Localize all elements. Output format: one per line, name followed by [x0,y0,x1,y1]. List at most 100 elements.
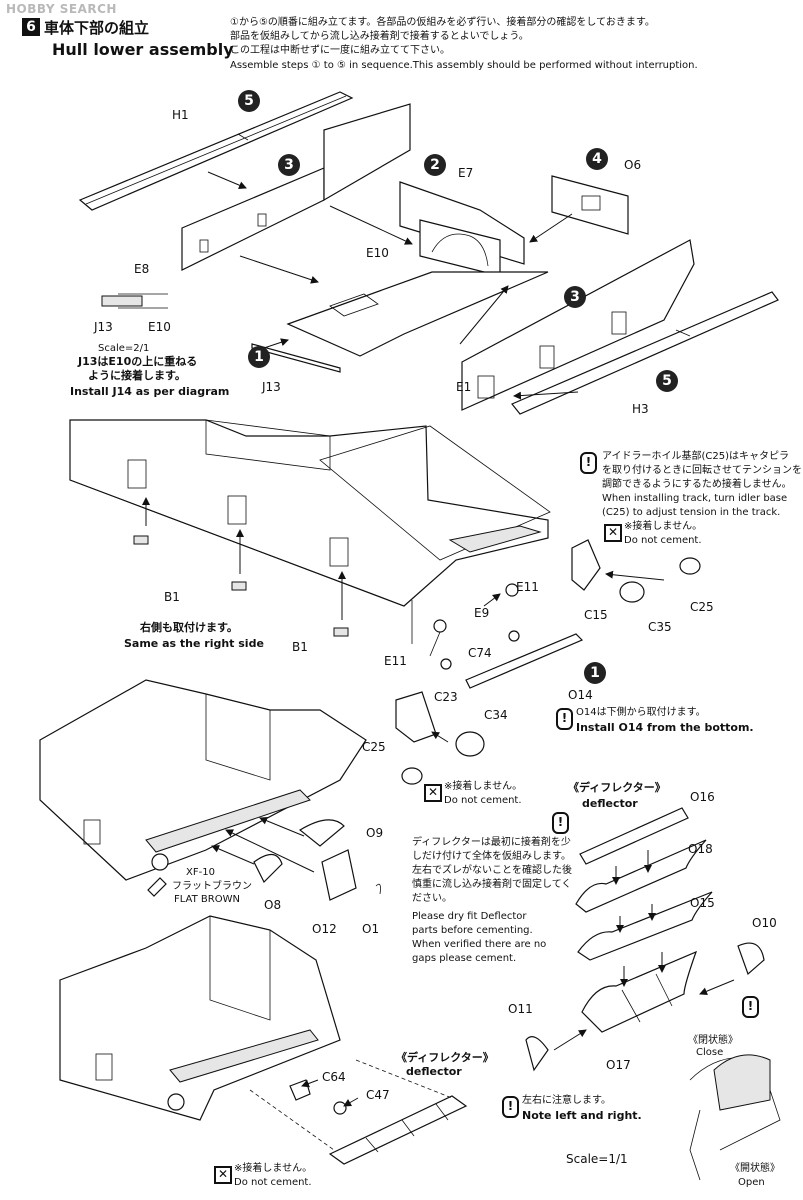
part-e10-floor [286,271,549,357]
deflector-note-ja-3: 左右でズレがないことを確認した後 [412,865,572,876]
part-e8-wall [181,103,411,271]
step-number-badge: 6 [22,18,40,36]
nocement-ja-a: ※接着しません。 [624,521,703,532]
paint-code: XF-10 [186,867,215,878]
part-h3-plate [511,291,779,415]
deflector-note-ja-1: ディフレクターは最初に接着剤を少 [412,837,571,848]
deflector-title-ja: 《ディフレクター》 [568,781,666,794]
label-b1-a: B1 [164,590,180,604]
label-o18: O18 [688,842,713,856]
o14-note-ja: O14は下側から取付けます。 [576,707,706,718]
intro-note-ja-1: ①から⑤の順番に組み立てます。各部品の仮組みを必ず行い、接着部分の確認をしておき… [230,17,655,28]
inset-label-j13: J13 [94,320,113,334]
nocement-ja-b: ※接着しません。 [444,781,523,792]
watermark: HOBBY SEARCH [6,2,117,16]
no-cement-icon: ✕ [604,524,622,542]
label-o11: O11 [508,1002,533,1016]
intro-note-ja-3: この工程は中断せずに一度に組み立てて下さい。 [230,45,450,56]
part-e1-wall [461,239,695,411]
label-c34: C34 [484,708,508,722]
label-c35: C35 [648,620,672,634]
idler-note-en-1: When installing track, turn idler base [602,493,788,504]
inset-note-ja-2: ように接着します。 [88,369,186,382]
step-1-icon: 1 [248,346,270,368]
label-o14: O14 [568,688,593,702]
label-c15: C15 [584,608,608,622]
step-title-ja: 車体下部の組立 [44,19,150,37]
label-c64: C64 [322,1070,346,1084]
part-j13-strip [251,343,341,373]
warning-icon-o10: ! [742,996,759,1018]
step-5-icon: 5 [238,90,260,112]
bottom-deflector-title-ja: 《ディフレクター》 [396,1051,494,1064]
label-o9: O9 [366,826,384,840]
idler-note-ja-3: 調節できるようにするため接着しません。 [602,479,792,490]
label-o12: O12 [312,922,337,936]
idler-note-ja-1: アイドラーホイル基部(C25)はキャタピラ [602,451,790,462]
label-h3: H3 [632,402,649,416]
step-4-icon: 4 [586,148,608,170]
part-h1-plate [78,91,354,211]
label-o15: O15 [690,896,715,910]
label-e7: E7 [458,166,474,180]
label-c25-b: C25 [362,740,386,754]
deflector-note-en-1: Please dry fit Deflector [412,911,527,922]
label-e9: E9 [474,606,490,620]
open-label-ja: 《開状態》 [730,1163,780,1174]
inset-label-e10: E10 [148,320,171,334]
label-o16: O16 [690,790,715,804]
step-3b-icon: 3 [564,286,586,308]
label-c74: C74 [468,646,492,660]
label-e1: E1 [456,380,472,394]
label-c23: C23 [434,690,458,704]
warning-icon-deflector: ! [552,812,569,834]
intro-note-en: Assemble steps ① to ⑤ in sequence.This a… [230,60,698,71]
step-1b-icon: 1 [584,662,606,684]
label-e8: E8 [134,262,150,276]
label-o17: O17 [606,1058,631,1072]
deflector-note-en-4: gaps please cement. [412,953,517,964]
inset-scale: Scale=2/1 [98,343,150,354]
warning-icon-o14: ! [556,708,573,730]
scale-label: Scale=1/1 [566,1152,628,1166]
nocement-en-b: Do not cement. [444,795,522,806]
inset-detail [101,293,168,309]
bottom-deflector-title-en: deflector [406,1065,462,1078]
o14-note-en: Install O14 from the bottom. [576,721,754,734]
deflector-note-en-2: parts before cementing. [412,925,533,936]
open-label-en: Open [738,1177,765,1188]
label-b1-b: B1 [292,640,308,654]
part-e7-bulkhead [399,181,525,277]
label-e11-b: E11 [516,580,539,594]
deflector-title-en: deflector [582,797,638,810]
close-label-en: Close [696,1047,724,1058]
deflector-note-ja-2: しだけ付けて全体を仮組みします。 [412,851,571,862]
same-side-note-en: Same as the right side [124,637,264,650]
label-c25-a: C25 [690,600,714,614]
label-o10: O10 [752,916,777,930]
label-o1: O1 [362,922,380,936]
nocement-en-a: Do not cement. [624,535,702,546]
warning-icon: ! [580,452,597,474]
bottom-hull [59,915,468,1165]
paint-name-en: FLAT BROWN [174,894,240,905]
deflector-note-ja-5: ださい。 [412,893,452,904]
idler-note-ja-2: を取り付けるときに回転させてテンションを [602,465,802,476]
lr-note-en: Note left and right. [522,1109,642,1122]
no-cement-icon-b: ✕ [424,784,442,802]
label-e10: E10 [366,246,389,260]
lr-note-ja: 左右に注意します。 [522,1095,611,1106]
paint-name-ja: フラットブラウン [172,881,252,892]
deflector-note-ja-4: 慎重に流し込み接着剤で固定してく [412,879,572,890]
deflector-note-en-3: When verified there are no [412,939,547,950]
label-o6: O6 [624,158,642,172]
label-e11-a: E11 [384,654,407,668]
deflector-assembly [525,807,781,1181]
nocement-en-c: Do not cement. [234,1177,312,1188]
no-cement-icon-c: ✕ [214,1166,232,1184]
idler-note-en-2: (C25) to adjust tension in the track. [602,507,781,518]
step-title-en: Hull lower assembly [52,40,234,59]
inset-note-ja-1: J13はE10の上に重ねる [78,355,198,368]
